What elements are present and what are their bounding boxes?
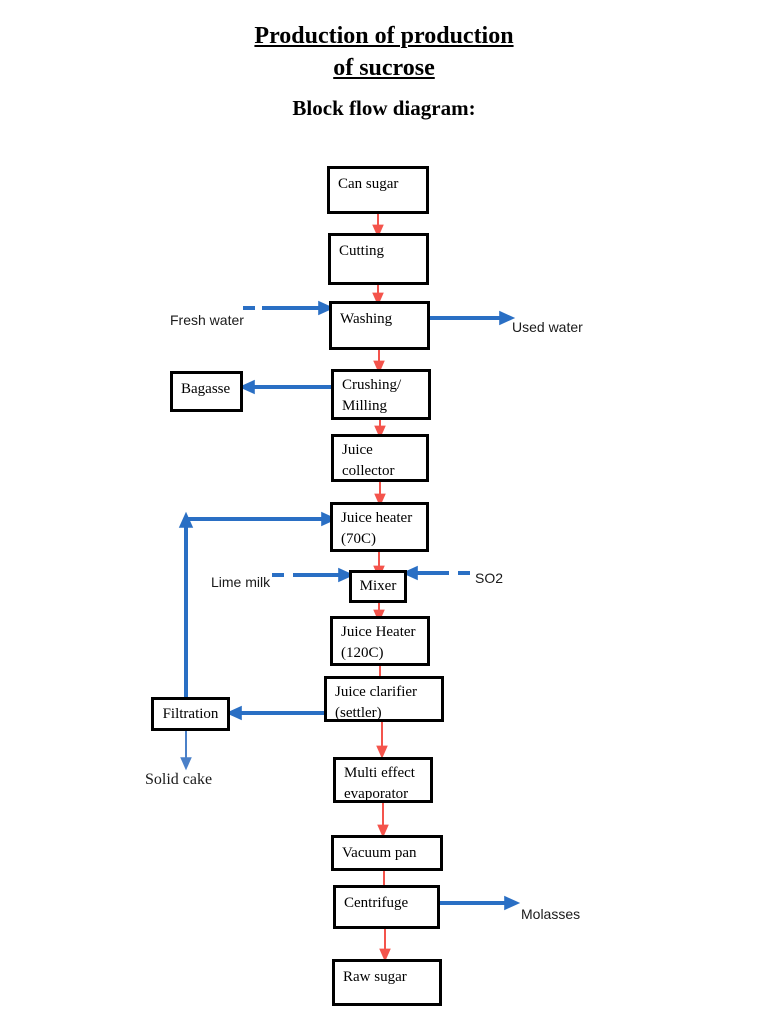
page-title: Production of production of sucrose xyxy=(0,20,768,84)
process-block-label: Vacuum pan xyxy=(342,845,417,861)
stream-label-text: SO2 xyxy=(475,570,504,586)
process-block-label: Filtration xyxy=(162,705,219,722)
process-block-vacuum-pan[interactable]: Vacuum pan xyxy=(331,835,443,871)
stream-label-used-water: Used water xyxy=(512,318,583,336)
process-block-label-line-1: Juice Heater xyxy=(341,624,416,640)
stream-label-text: Lime milk xyxy=(211,574,271,590)
process-block-label-line-1: Juice xyxy=(342,442,373,458)
process-block-mixer[interactable]: Mixer xyxy=(349,570,407,603)
stream-label-text: Molasses xyxy=(521,906,581,922)
process-block-centrifuge[interactable]: Centrifuge xyxy=(333,885,440,929)
stream-label-text: Used water xyxy=(512,319,583,335)
process-block-bagasse[interactable]: Bagasse xyxy=(170,371,243,412)
process-block-label: Can sugar xyxy=(338,176,399,192)
process-block-label: Washing xyxy=(340,311,393,327)
process-block-can-sugar[interactable]: Can sugar xyxy=(327,166,429,214)
process-block-juice-clarifier[interactable]: Juice clarifier (settler) xyxy=(324,676,444,722)
title-line-1: Production of production xyxy=(254,23,514,49)
process-block-label-line-1: Juice heater xyxy=(341,510,413,526)
process-block-evaporator[interactable]: Multi effect evaporator xyxy=(333,757,433,803)
process-block-raw-sugar[interactable]: Raw sugar xyxy=(332,959,442,1006)
process-block-washing[interactable]: Washing xyxy=(329,301,430,350)
process-block-cutting[interactable]: Cutting xyxy=(328,233,429,285)
process-block-label-line-1: Crushing/ xyxy=(342,377,402,393)
stream-label-text: Fresh water xyxy=(170,312,244,328)
process-block-label-line-2: Milling xyxy=(342,398,388,414)
process-block-label-line-2: evaporator xyxy=(344,786,409,802)
process-block-label-line-1: Multi effect xyxy=(344,765,415,781)
title-line-2: of sucrose xyxy=(333,55,435,81)
stream-label-so2: SO2 xyxy=(475,569,503,587)
stream-label-lime-milk: Lime milk xyxy=(211,573,270,591)
process-block-filtration[interactable]: Filtration xyxy=(151,697,230,731)
page-subtitle: Block flow diagram: xyxy=(292,96,476,120)
process-block-label-line-2: (70C) xyxy=(341,531,376,547)
process-block-juice-collector[interactable]: Juice collector xyxy=(331,434,429,482)
stream-label-fresh-water: Fresh water xyxy=(170,311,244,329)
process-block-label: Mixer xyxy=(359,578,397,594)
process-block-label-line-2: collector xyxy=(342,463,395,479)
process-block-label-line-2: (settler) xyxy=(335,705,382,721)
process-block-label: Cutting xyxy=(339,243,385,259)
stream-label-solid-cake: Solid cake xyxy=(145,771,212,789)
process-block-juice-heater-120[interactable]: Juice Heater (120C) xyxy=(330,616,430,666)
process-block-label-line-1: Juice clarifier xyxy=(335,684,418,700)
process-block-label-line-2: (120C) xyxy=(341,645,384,661)
stream-label-molasses: Molasses xyxy=(521,905,580,923)
process-block-label: Bagasse xyxy=(181,381,231,397)
process-block-crushing-milling[interactable]: Crushing/ Milling xyxy=(331,369,431,420)
process-block-juice-heater-70[interactable]: Juice heater (70C) xyxy=(330,502,429,552)
process-block-label: Raw sugar xyxy=(343,969,407,985)
stream-label-text: Solid cake xyxy=(145,771,213,788)
process-block-label: Centrifuge xyxy=(344,895,409,911)
